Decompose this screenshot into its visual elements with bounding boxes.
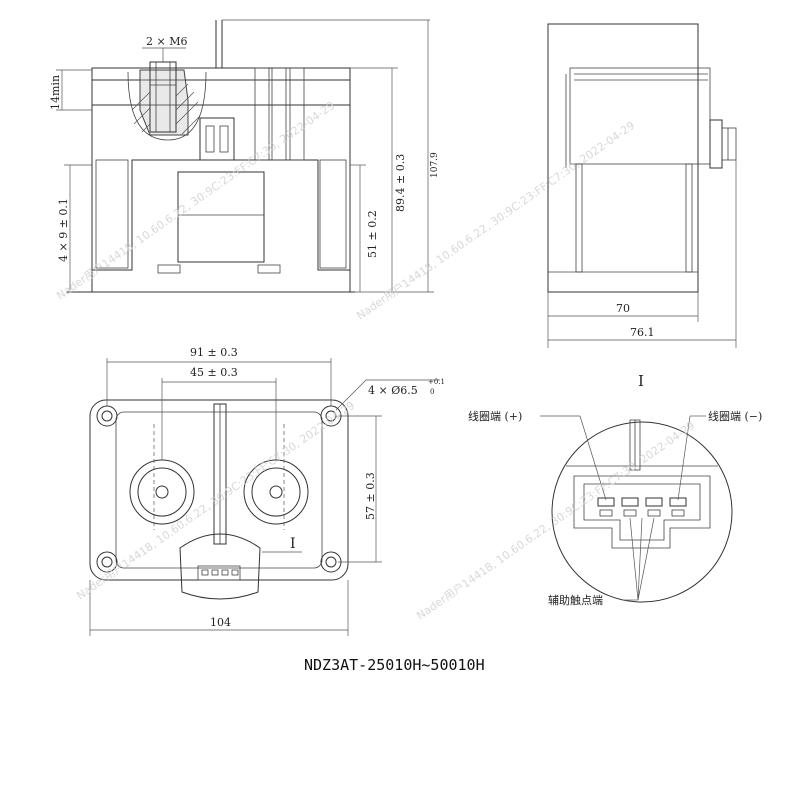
length-a-label: 91 ± 0.3	[190, 346, 238, 359]
end-view: 70 76.1	[547, 23, 737, 348]
aux-contacts-label: 辅助触点端	[548, 593, 603, 607]
height-a-label: 89.4 ± 0.3	[394, 154, 407, 212]
height-total-label: 107.9	[430, 152, 440, 178]
outer-width-label: 76.1	[630, 326, 655, 339]
holes-label: 4 × Ø6.5	[368, 384, 418, 397]
detail-ref-label: I	[290, 536, 296, 552]
side-view: 2 × M6 14min 4 × 9 ± 0.1 51 ± 0.2 89.4 ±…	[49, 19, 440, 293]
coil-minus-label: 线圈端 (−)	[708, 409, 762, 423]
svg-text:Nader用户14418, 10.60.6.22, 30:9: Nader用户14418, 10.60.6.22, 30:9C:23:FF:C7…	[414, 418, 698, 622]
overall-label: 104	[210, 616, 231, 629]
min-depth-label: 14min	[49, 75, 62, 110]
inner-width-label: 70	[616, 302, 630, 315]
model-caption: NDZ3AT-25010H~50010H	[304, 656, 485, 674]
length-b-label: 45 ± 0.3	[190, 366, 238, 379]
pitch-label: 4 × 9 ± 0.1	[57, 198, 70, 262]
watermark: Nader用户14418, 10.60.6.22, 30:9C:23:FF:C7…	[54, 98, 698, 622]
top-view: I 91 ± 0.3 45 ± 0.3 4 × Ø6.5 +0.1 0 57 ±…	[89, 346, 445, 636]
bolt-label: 2 × M6	[146, 35, 187, 48]
hole-tol-zero: 0	[430, 388, 434, 396]
detail-title: I	[638, 372, 644, 390]
depth-label: 57 ± 0.3	[364, 472, 377, 520]
detail-view: I 线圈端 (+) 线圈端 (−) 辅助触点端	[468, 372, 762, 607]
hole-tol-plus: +0.1	[428, 378, 445, 386]
height-b-label: 51 ± 0.2	[366, 210, 379, 258]
coil-plus-label: 线圈端 (+)	[468, 409, 522, 423]
